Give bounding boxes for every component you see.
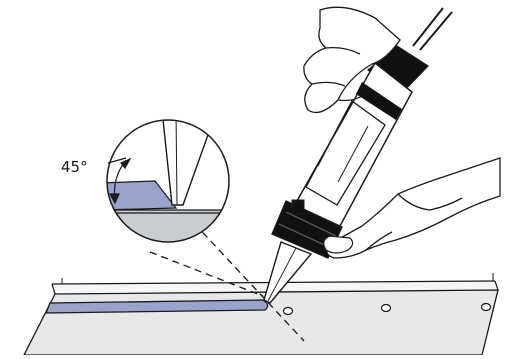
gun-collar-clip xyxy=(292,200,304,214)
fastener-hole xyxy=(284,308,293,315)
roof-sheet xyxy=(24,273,498,355)
angle-label: 45° xyxy=(61,158,88,176)
lower-hand-thumb xyxy=(324,236,353,253)
detail-substrate xyxy=(100,210,240,250)
sealant-bead-shape xyxy=(46,300,268,313)
fastener-hole xyxy=(382,305,391,312)
fastener-hole xyxy=(482,304,491,311)
sealant-bead xyxy=(46,300,268,313)
detail-magnifier xyxy=(100,110,240,250)
